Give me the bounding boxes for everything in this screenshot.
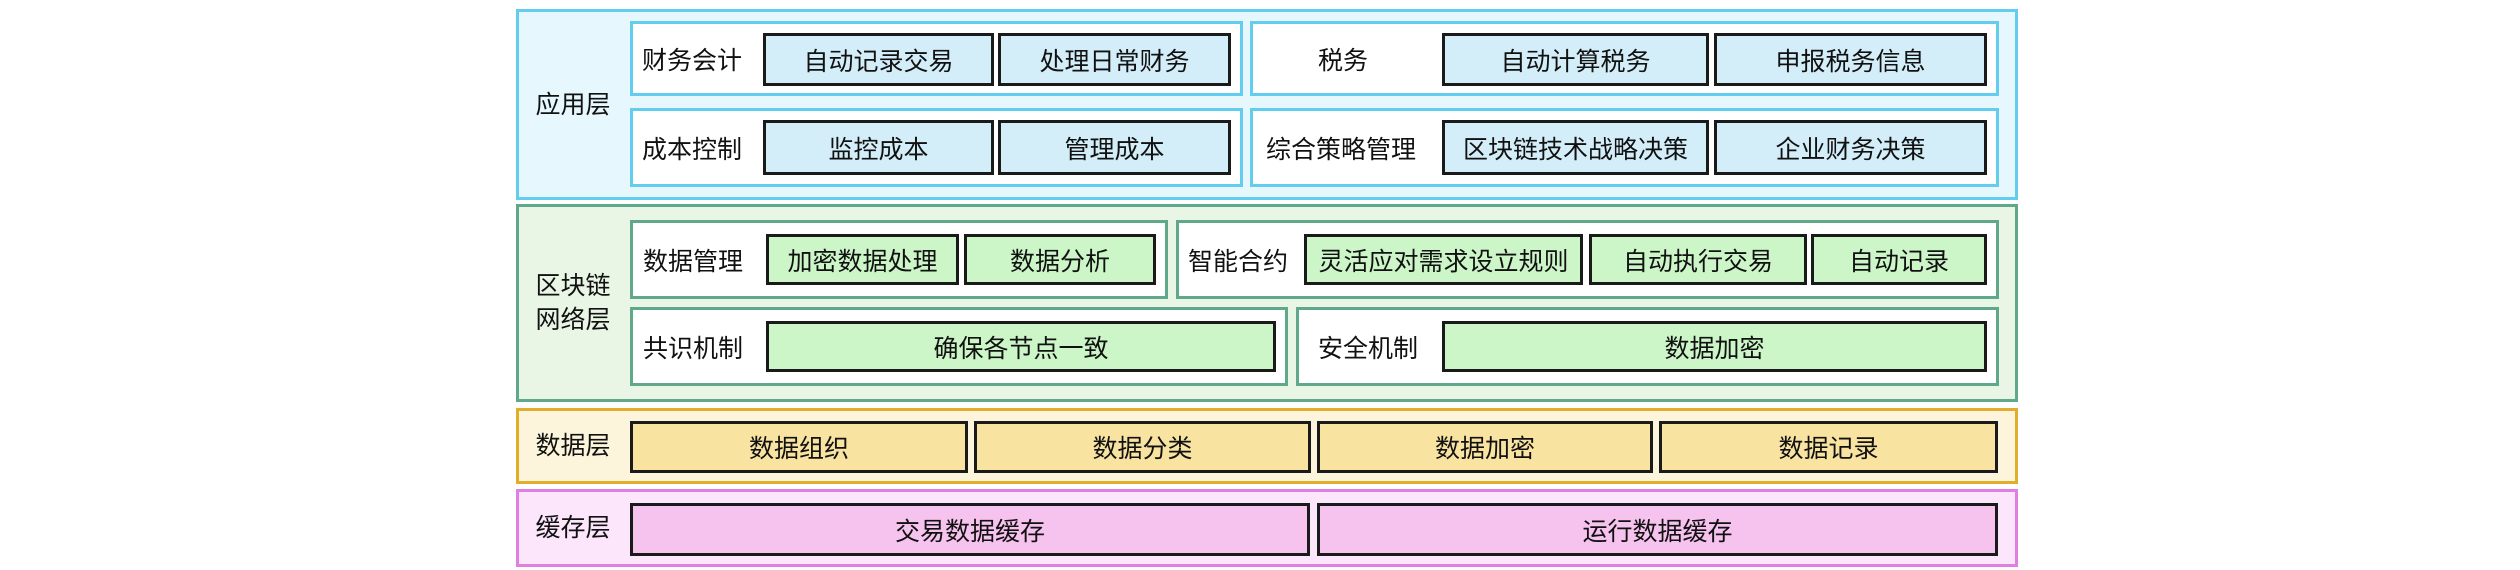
- application-layer-label: 应用层: [535, 89, 611, 119]
- blockchain-strategy-box: 区块链技术战略决策: [1442, 120, 1709, 175]
- smart-contract-label: 智能合约: [1188, 246, 1289, 276]
- consensus-label: 共识机制: [643, 333, 744, 363]
- data-record-box: 数据记录: [1659, 421, 1998, 473]
- security-group: [1296, 307, 1999, 386]
- data-classify-box: 数据分类: [974, 421, 1311, 473]
- flexible-rules-box: 灵活应对需求设立规则: [1304, 234, 1583, 285]
- tax-label: 税务: [1318, 45, 1369, 75]
- financial-accounting-label: 财务会计: [642, 45, 743, 75]
- auto-record-box: 自动记录: [1811, 234, 1987, 285]
- data-organize-box: 数据组织: [630, 421, 968, 473]
- manage-cost-box: 管理成本: [998, 120, 1231, 175]
- cache-layer-label: 缓存层: [535, 513, 611, 542]
- data-layer-label: 数据层: [535, 431, 611, 460]
- cost-control-label: 成本控制: [642, 134, 743, 164]
- node-consistency-box: 确保各节点一致: [766, 321, 1276, 372]
- data-management-label: 数据管理: [643, 246, 744, 276]
- daily-finance-box: 处理日常财务: [998, 33, 1231, 86]
- encrypt-data-process-box: 加密数据处理: [766, 234, 959, 285]
- enterprise-finance-decision-box: 企业财务决策: [1714, 120, 1987, 175]
- data-analysis-box: 数据分析: [964, 234, 1156, 285]
- blockchain-layer-label: 区块链 网络层: [535, 271, 611, 334]
- auto-record-transaction-box: 自动记录交易: [763, 33, 994, 86]
- transaction-cache-box: 交易数据缓存: [630, 503, 1310, 556]
- runtime-cache-box: 运行数据缓存: [1317, 503, 1998, 556]
- auto-execute-transaction-box: 自动执行交易: [1589, 234, 1807, 285]
- data-encrypt-box: 数据加密: [1317, 421, 1653, 473]
- monitor-cost-box: 监控成本: [763, 120, 994, 175]
- tax-filing-box: 申报税务信息: [1714, 33, 1987, 86]
- security-label: 安全机制: [1318, 333, 1419, 363]
- strategy-label: 综合策略管理: [1266, 134, 1417, 164]
- auto-tax-calc-box: 自动计算税务: [1442, 33, 1709, 86]
- security-encryption-box: 数据加密: [1442, 321, 1987, 372]
